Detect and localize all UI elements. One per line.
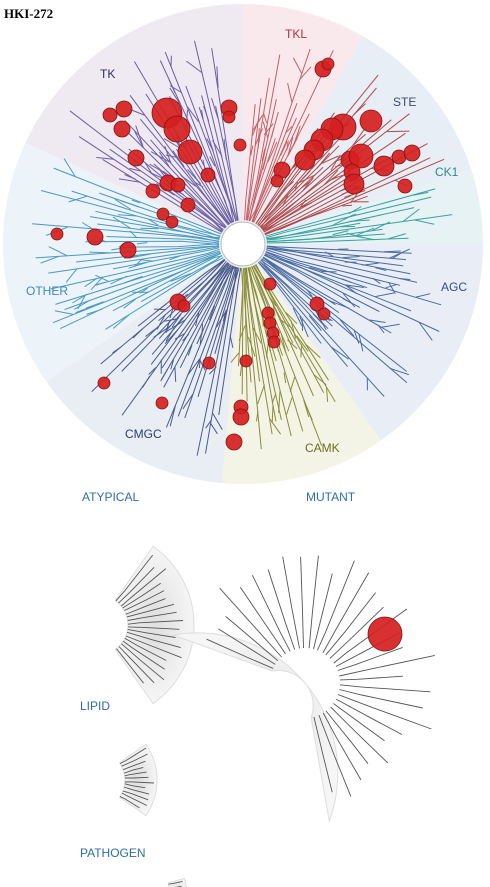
label-mutant: MUTANT bbox=[306, 490, 356, 504]
label-agc: AGC bbox=[441, 280, 467, 294]
hit-circle bbox=[97, 376, 111, 390]
label-ste: STE bbox=[393, 95, 416, 109]
hit-circle bbox=[145, 183, 161, 199]
branches-ck1 bbox=[265, 188, 453, 244]
inhibition-circles bbox=[50, 57, 421, 652]
hit-circle bbox=[403, 144, 421, 162]
hit-circle bbox=[294, 149, 316, 171]
tree-atypical bbox=[114, 545, 195, 705]
tree-center bbox=[220, 221, 266, 267]
sector-camk bbox=[222, 244, 381, 485]
label-other: OTHER bbox=[26, 284, 68, 298]
hit-circle bbox=[200, 167, 216, 183]
branches-agc bbox=[258, 245, 442, 397]
hit-circle bbox=[222, 110, 236, 124]
branches-other bbox=[32, 158, 224, 330]
hit-circle bbox=[127, 149, 145, 167]
label-lipid: LIPID bbox=[80, 699, 110, 713]
hit-circle bbox=[50, 227, 64, 241]
hit-circle bbox=[177, 139, 203, 165]
branches-tk bbox=[69, 40, 239, 233]
hit-circle bbox=[177, 299, 191, 313]
hit-circle bbox=[155, 396, 169, 410]
minor-trees bbox=[114, 545, 435, 887]
hit-circle bbox=[359, 109, 383, 133]
tree-pathogen bbox=[167, 877, 187, 887]
hit-circle bbox=[232, 408, 250, 426]
hit-circle bbox=[267, 335, 281, 349]
sector-cmgc bbox=[46, 244, 244, 484]
hit-circle bbox=[180, 197, 196, 213]
label-atypical: ATYPICAL bbox=[82, 490, 139, 504]
hit-circle bbox=[263, 277, 277, 291]
compound-title: HKI-272 bbox=[4, 6, 54, 21]
hit-circle bbox=[309, 296, 325, 312]
hit-circle bbox=[115, 100, 133, 118]
hit-circle bbox=[119, 241, 137, 259]
hit-circle bbox=[156, 207, 170, 221]
label-tk: TK bbox=[100, 67, 115, 81]
hit-circle bbox=[317, 307, 331, 321]
hit-circle bbox=[367, 616, 403, 652]
hit-circle bbox=[348, 143, 374, 169]
label-tkl: TKL bbox=[285, 27, 307, 41]
hit-circle bbox=[165, 215, 179, 229]
hit-circle bbox=[270, 174, 284, 188]
hit-circle bbox=[102, 107, 118, 123]
hit-circle bbox=[373, 155, 395, 177]
hit-circle bbox=[321, 57, 335, 71]
label-ck1: CK1 bbox=[435, 165, 459, 179]
hit-circle bbox=[343, 173, 365, 195]
hit-circle bbox=[170, 177, 186, 193]
hit-circle bbox=[397, 178, 413, 194]
branches-cmgc bbox=[91, 258, 242, 456]
tree-lipid bbox=[118, 743, 158, 817]
tree-mutant bbox=[171, 555, 435, 823]
label-camk: CAMK bbox=[305, 441, 340, 455]
label-cmgc: CMGC bbox=[125, 427, 162, 441]
branches-tkl bbox=[244, 48, 334, 223]
hit-circle bbox=[163, 115, 191, 143]
hit-circle bbox=[233, 138, 247, 152]
hit-circle bbox=[225, 433, 243, 451]
hit-circle bbox=[86, 228, 104, 246]
hit-circle bbox=[202, 356, 216, 370]
label-pathogen: PATHOGEN bbox=[80, 846, 146, 860]
hit-circle bbox=[113, 120, 131, 138]
hit-circle bbox=[239, 354, 253, 368]
